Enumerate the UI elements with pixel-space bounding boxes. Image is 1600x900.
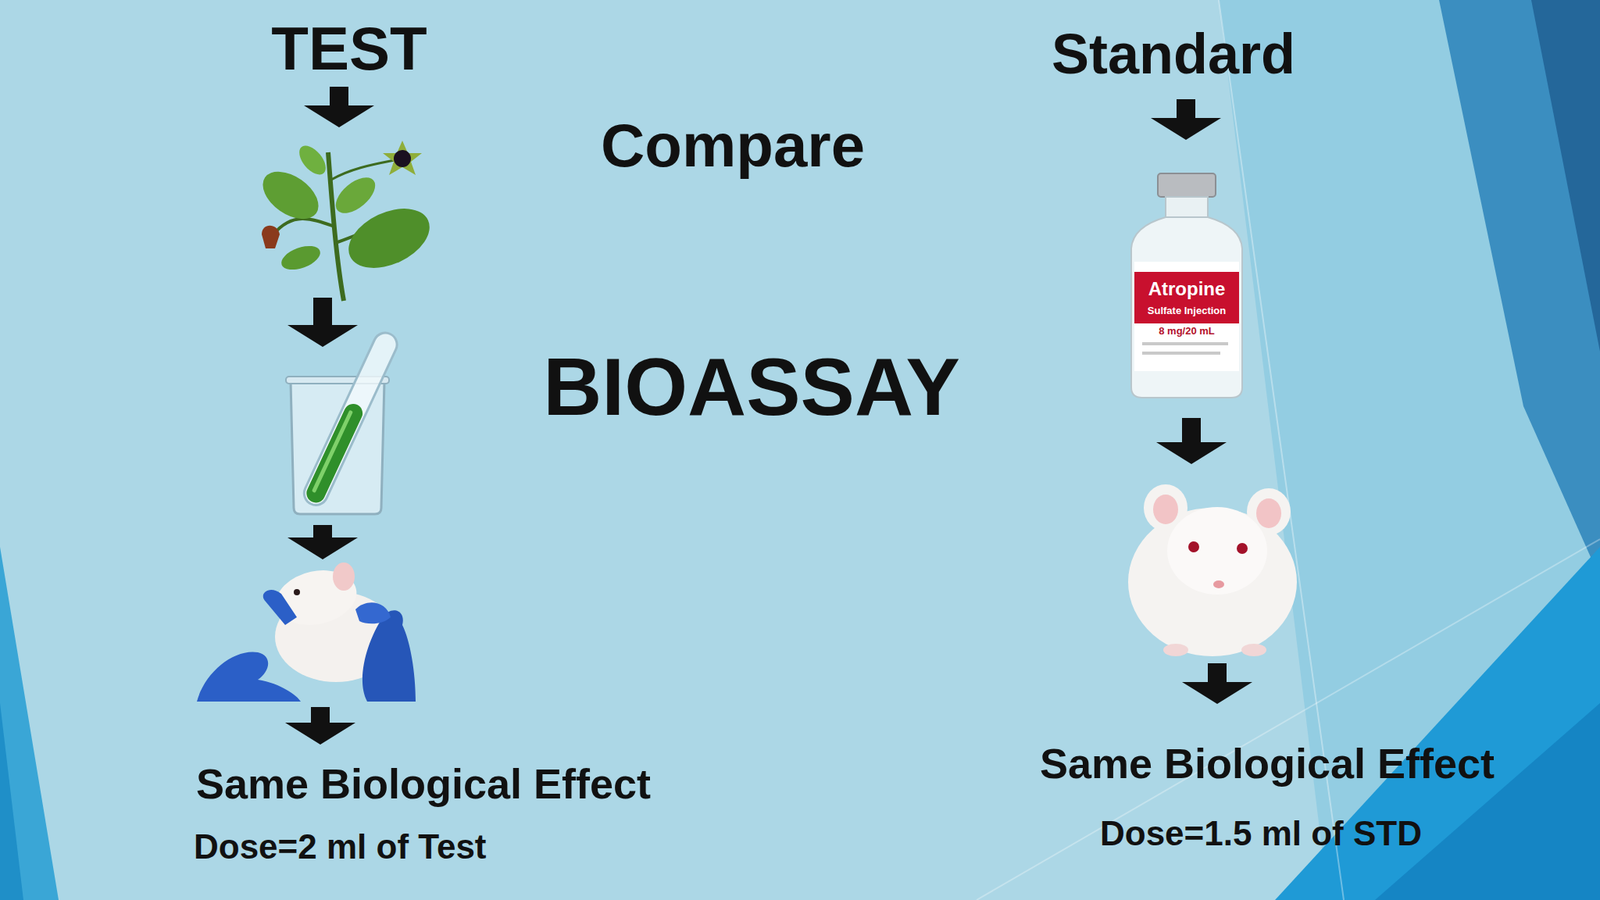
rat-eye [1236, 542, 1248, 554]
stem [273, 218, 335, 235]
tube-liquid [303, 400, 366, 506]
glove [355, 602, 391, 624]
rat-nose [1213, 580, 1225, 589]
stem [331, 160, 395, 180]
rat-paw [1163, 643, 1189, 657]
tube-highlight [311, 410, 354, 493]
dose-label: Dose=1.5 ml of STD [1100, 814, 1422, 854]
column-heading: TEST [271, 14, 427, 85]
atropine-vial [1131, 173, 1243, 398]
rat-eye [1188, 541, 1200, 553]
berry [393, 150, 411, 168]
vial-label [1134, 261, 1240, 372]
down-arrow [1182, 663, 1253, 704]
rat-ear-inner [1153, 494, 1179, 525]
test-tube [300, 328, 401, 509]
panel [1531, 0, 1600, 352]
flower-bell [261, 225, 280, 249]
vial-label-text: 8 mg/20 mL [1158, 325, 1215, 338]
held-rat-illustration [196, 562, 416, 702]
down-arrow [287, 297, 358, 347]
compare-label: Compare [600, 110, 865, 182]
leaf [294, 140, 332, 179]
leaf [329, 170, 383, 220]
panel [0, 546, 59, 900]
tube-glass [300, 328, 401, 509]
down-arrow [303, 86, 375, 128]
label-line [1142, 351, 1221, 355]
dose-label: Dose=2 ml of Test [193, 827, 487, 868]
plant-illustration [253, 140, 439, 301]
panel [1439, 0, 1600, 579]
panel [0, 703, 24, 900]
rat-eye [293, 589, 300, 596]
rat-ear [332, 562, 355, 591]
label-line [1142, 342, 1229, 346]
arrows [285, 86, 1253, 745]
vial-cap [1157, 173, 1216, 197]
leaf [278, 241, 324, 275]
glove [196, 651, 301, 702]
rat-paw [1241, 643, 1267, 657]
down-arrow [1150, 99, 1222, 140]
white-rat-illustration [1128, 484, 1297, 657]
down-arrow [285, 707, 356, 745]
effect-label: Same Biological Effect [196, 759, 651, 808]
rat-head [1167, 507, 1268, 595]
vial-body [1131, 217, 1243, 398]
glove [362, 610, 416, 702]
panel [1375, 703, 1600, 900]
rat-ear-inner [1256, 498, 1282, 529]
beaker-illustration [285, 328, 401, 515]
vial-label-text: Atropine [1148, 278, 1226, 300]
down-arrow [1156, 417, 1227, 465]
effect-label: Same Biological Effect [1039, 739, 1495, 788]
vial-label-band [1134, 271, 1240, 324]
column-heading: Standard [1051, 21, 1296, 87]
diagram-title: BIOASSAY [542, 340, 961, 435]
vial-label-text: Sulfate Injection [1147, 305, 1226, 318]
down-arrow [287, 525, 358, 560]
vial-neck [1165, 196, 1208, 218]
sepals [382, 140, 422, 175]
glove [263, 589, 297, 625]
